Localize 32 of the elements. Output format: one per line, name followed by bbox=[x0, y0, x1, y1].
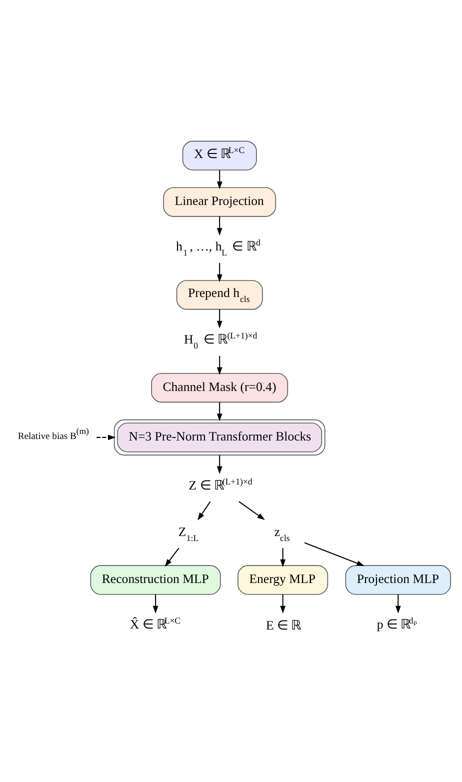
arrow bbox=[280, 594, 286, 614]
arrow bbox=[96, 434, 116, 440]
arrow bbox=[216, 170, 222, 190]
node-box: Energy MLP bbox=[238, 565, 328, 595]
node-text: E ∈ ℝ bbox=[266, 618, 302, 632]
arrow bbox=[304, 542, 364, 566]
node-box: Channel Mask (r=0.4) bbox=[151, 372, 288, 403]
node-text: p ∈ ℝ$^{dₚ}$ bbox=[376, 616, 418, 632]
arrow bbox=[216, 309, 222, 329]
node-box: Reconstruction MLP bbox=[90, 565, 221, 595]
arrow bbox=[216, 356, 222, 375]
arrow bbox=[238, 501, 265, 520]
arrow bbox=[152, 594, 158, 614]
node-text: X̂ ∈ ℝ$^{L×C}$ bbox=[130, 616, 181, 632]
arrow bbox=[216, 455, 222, 474]
node-box: X ∈ ℝ$^{L×C}$ bbox=[182, 140, 257, 170]
node-box: Prepend h$_{cls}$ bbox=[176, 280, 263, 310]
arrow bbox=[395, 594, 401, 614]
node-box: Linear Projection bbox=[163, 187, 276, 217]
node-box: N=3 Pre-Norm Transformer Blocks bbox=[114, 419, 326, 456]
node-box: Projection MLP bbox=[345, 565, 451, 595]
arrow bbox=[164, 548, 180, 567]
arrow bbox=[280, 548, 286, 568]
node-text: z$_{cls}$ bbox=[274, 524, 290, 543]
arrow bbox=[216, 216, 222, 236]
arrow bbox=[198, 501, 211, 520]
node-text: Z ∈ ℝ$^{(L+1)×d}$ bbox=[188, 476, 252, 492]
arrow bbox=[216, 402, 222, 422]
arrow bbox=[216, 262, 222, 282]
node-text: Z$_{1:L}$ bbox=[178, 524, 199, 543]
node-text: H$_{0}$ ∈ ℝ$^{(L+1)×d}$ bbox=[184, 330, 258, 351]
node-text: h$_{1}$, …, h$_{L}$ ∈ ℝ$^{d}$ bbox=[176, 238, 260, 258]
